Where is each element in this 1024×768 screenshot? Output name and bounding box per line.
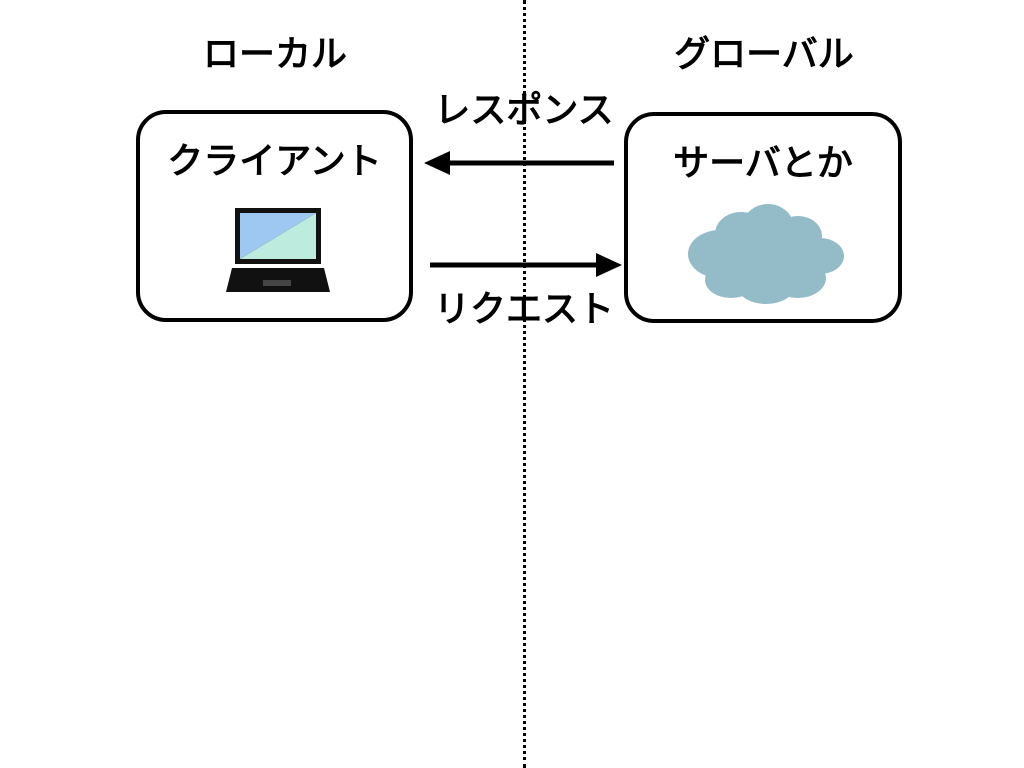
request-label: リクエスト [433,289,614,330]
global-zone-label: グローバル [674,34,854,75]
laptop-icon [226,208,330,292]
server-title: サーバとか [673,143,853,184]
server-box: サーバとか [624,112,902,323]
local-zone-label: ローカル [202,34,347,75]
zone-divider [523,0,526,768]
response-arrow [424,151,614,175]
client-title: クライアント [167,141,382,182]
cloud-icon [688,204,844,304]
request-arrow [430,253,622,277]
client-box: クライアント [136,110,413,322]
response-label: レスポンス [434,90,614,131]
